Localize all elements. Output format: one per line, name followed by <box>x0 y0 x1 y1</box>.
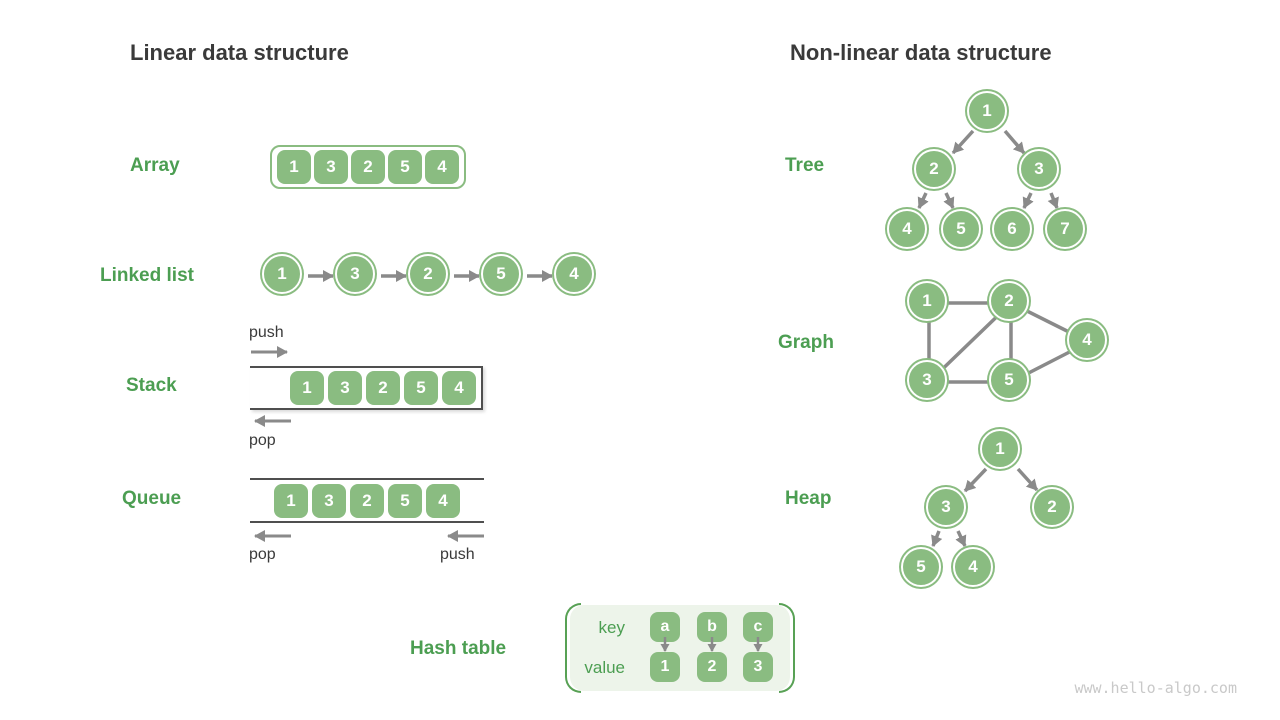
hash-value-header: value <box>584 658 625 677</box>
hash-table-label: Hash table <box>410 638 507 659</box>
linked-list-node: 5 <box>481 254 521 294</box>
hash-bracket-left <box>565 603 581 693</box>
stack-pop-label: pop <box>249 432 276 449</box>
heap-edge-arrow <box>1016 467 1039 492</box>
tree-edge-arrow <box>1047 192 1059 209</box>
queue-push-label: push <box>440 546 475 563</box>
linked-list-node: 1 <box>262 254 302 294</box>
heap-node: 4 <box>953 547 993 587</box>
stack-cell: 1 <box>290 371 324 405</box>
tree-node: 1 <box>967 91 1007 131</box>
array-label: Array <box>130 155 180 176</box>
heap-edge-arrow <box>931 530 943 547</box>
heap-node: 5 <box>901 547 941 587</box>
graph-label: Graph <box>778 332 834 353</box>
hash-key-cell: c <box>743 612 773 642</box>
heap-label: Heap <box>785 488 832 509</box>
stack-container: 1 3 2 5 4 <box>250 366 483 410</box>
stack-cell: 2 <box>366 371 400 405</box>
hash-table-container: key value a b c 1 2 3 <box>565 603 795 693</box>
queue-pop-label: pop <box>249 546 276 563</box>
tree-node: 3 <box>1019 149 1059 189</box>
queue-label: Queue <box>122 488 182 509</box>
linked-list-node: 2 <box>408 254 448 294</box>
queue-cell: 3 <box>312 483 346 518</box>
nonlinear-title: Non-linear data structure <box>790 40 1052 65</box>
tree-node: 5 <box>941 209 981 249</box>
array-cell: 1 <box>277 150 311 184</box>
heap-node: 3 <box>926 487 966 527</box>
hash-value-cell: 3 <box>743 652 773 682</box>
linked-list-node: 4 <box>554 254 594 294</box>
watermark: www.hello-algo.com <box>1074 679 1237 697</box>
stack-cell: 3 <box>328 371 362 405</box>
tree-node: 4 <box>887 209 927 249</box>
queue-cell: 4 <box>426 483 460 518</box>
tree-edge-arrow <box>1003 129 1026 155</box>
linked-list-label: Linked list <box>100 265 194 286</box>
array-cell: 2 <box>351 150 385 184</box>
heap-node: 2 <box>1032 487 1072 527</box>
graph-node: 1 <box>907 281 947 321</box>
heap-edge-arrow <box>963 467 988 493</box>
stack-push-label: push <box>249 324 284 341</box>
hash-key-cell: b <box>697 612 727 642</box>
stack-label: Stack <box>126 375 177 396</box>
tree-edge-arrow <box>1022 192 1034 209</box>
linked-list-node: 3 <box>335 254 375 294</box>
stack-cell: 4 <box>442 371 476 405</box>
hash-value-cell: 1 <box>650 652 680 682</box>
queue-cell: 1 <box>274 483 308 518</box>
array-cell: 4 <box>425 150 459 184</box>
hash-key-header: key <box>598 618 625 637</box>
tree-edge-arrow <box>943 192 955 209</box>
tree-node: 7 <box>1045 209 1085 249</box>
hash-key-cell: a <box>650 612 680 642</box>
queue-cell: 2 <box>350 483 384 518</box>
tree-node: 2 <box>914 149 954 189</box>
stack-cell: 5 <box>404 371 438 405</box>
tree-node: 6 <box>992 209 1032 249</box>
array-container: 1 3 2 5 4 <box>270 145 466 189</box>
linear-title: Linear data structure <box>130 40 349 65</box>
tree-edge-arrow <box>951 129 975 155</box>
tree-edge-arrow <box>917 192 929 209</box>
array-cell: 3 <box>314 150 348 184</box>
graph-node: 3 <box>907 360 947 400</box>
tree-label: Tree <box>785 155 825 176</box>
queue-cell: 5 <box>388 483 422 518</box>
graph-node: 5 <box>989 360 1029 400</box>
hash-value-cell: 2 <box>697 652 727 682</box>
hash-bracket-right <box>779 603 795 693</box>
graph-node: 4 <box>1067 320 1107 360</box>
queue-container: 1 3 2 5 4 <box>250 478 484 523</box>
graph-node: 2 <box>989 281 1029 321</box>
heap-edge-arrow <box>955 530 967 547</box>
heap-node: 1 <box>980 429 1020 469</box>
array-cell: 5 <box>388 150 422 184</box>
